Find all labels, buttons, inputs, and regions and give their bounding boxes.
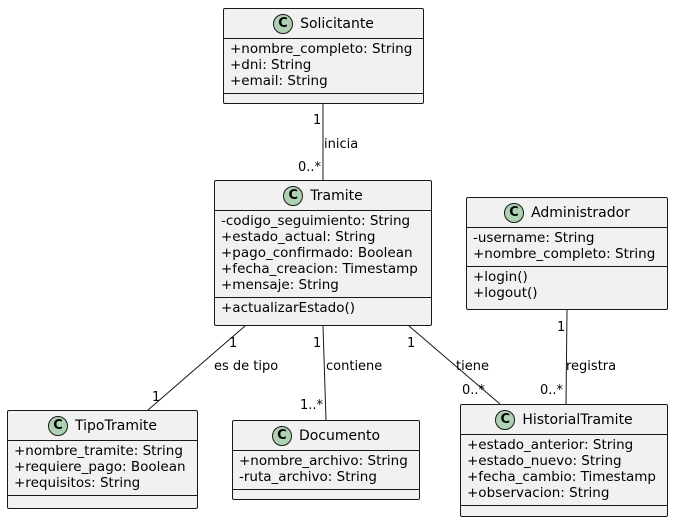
attributes-compartment: +nombre_tramite: String +requiere_pago: … <box>8 441 197 495</box>
class-header: C TipoTramite <box>8 411 197 441</box>
relation-tiene-to-mult: 0..* <box>462 383 486 398</box>
attribute: +nombre_archivo: String <box>239 453 408 469</box>
class-tramite[interactable]: C Tramite -codigo_seguimiento: String +e… <box>214 180 432 326</box>
method: +logout() <box>473 285 538 301</box>
relation-registra-line <box>565 309 568 405</box>
attributes-compartment: +nombre_completo: String +dni: String +e… <box>224 39 423 93</box>
relation-tiene-from-mult: 1 <box>407 336 415 351</box>
class-c-icon: C <box>495 409 516 430</box>
attribute: +pago_confirmado: Boolean <box>221 245 413 261</box>
class-c-icon: C <box>48 415 69 436</box>
attribute: -ruta_archivo: String <box>239 469 377 485</box>
class-c-icon: C <box>283 185 304 206</box>
relation-inicia-label: inicia <box>324 137 358 152</box>
relation-inicia-from-mult: 1 <box>313 113 321 128</box>
attribute: +mensaje: String <box>221 277 339 293</box>
class-header: C Administrador <box>467 198 667 228</box>
relation-registra-to-mult: 0..* <box>540 383 564 398</box>
class-header: C Documento <box>233 421 419 451</box>
attribute: +fecha_creacion: Timestamp <box>221 261 418 277</box>
attribute: +estado_actual: String <box>221 229 376 245</box>
class-c-icon: C <box>271 425 292 446</box>
attribute: +requisitos: String <box>14 475 141 491</box>
class-administrador[interactable]: C Administrador -username: String +nombr… <box>466 197 668 310</box>
attribute: +nombre_completo: String <box>473 246 656 262</box>
class-name: Documento <box>298 427 381 444</box>
relation-inicia-to-mult: 0..* <box>298 160 322 175</box>
methods-compartment <box>224 93 423 101</box>
class-tipotramite[interactable]: C TipoTramite +nombre_tramite: String +r… <box>7 410 198 509</box>
class-historialtramite[interactable]: C HistorialTramite +estado_anterior: Str… <box>460 404 668 517</box>
attributes-compartment: +estado_anterior: String +estado_nuevo: … <box>461 435 667 505</box>
relation-contiene-from-mult: 1 <box>313 336 321 351</box>
class-name: HistorialTramite <box>522 411 633 428</box>
attribute: +estado_nuevo: String <box>467 453 622 469</box>
relation-es-de-tipo-from-mult: 1 <box>229 336 237 351</box>
class-name: Solicitante <box>300 15 374 32</box>
class-header: C Solicitante <box>224 9 423 39</box>
relation-contiene-to-mult: 1..* <box>300 398 324 413</box>
relation-tiene-label: tiene <box>456 359 489 374</box>
attribute: +requiere_pago: Boolean <box>14 459 186 475</box>
relation-es-de-tipo-line <box>147 325 246 411</box>
attributes-compartment: -codigo_seguimiento: String +estado_actu… <box>215 211 431 297</box>
methods-compartment: +login() +logout() <box>467 266 667 305</box>
class-documento[interactable]: C Documento +nombre_archivo: String -rut… <box>232 420 420 500</box>
attribute: +nombre_completo: String <box>230 41 413 57</box>
relation-es-de-tipo-label: es de tipo <box>214 359 278 374</box>
class-name: Tramite <box>310 187 363 204</box>
attribute: -username: String <box>473 230 595 246</box>
methods-compartment <box>8 495 197 503</box>
relation-registra-label: registra <box>566 359 616 374</box>
class-name: Administrador <box>531 204 630 221</box>
relation-registra-from-mult: 1 <box>557 320 565 335</box>
methods-compartment <box>461 505 667 513</box>
class-c-icon: C <box>273 13 294 34</box>
methods-compartment: +actualizarEstado() <box>215 297 431 320</box>
attribute: +nombre_tramite: String <box>14 443 183 459</box>
method: +login() <box>473 269 528 285</box>
relation-contiene-label: contiene <box>326 359 382 374</box>
relation-es-de-tipo-to-mult: 1 <box>152 390 160 405</box>
attribute: +estado_anterior: String <box>467 437 634 453</box>
attribute: +dni: String <box>230 57 312 73</box>
attributes-compartment: -username: String +nombre_completo: Stri… <box>467 228 667 266</box>
relation-tiene-line <box>408 325 501 405</box>
methods-compartment <box>233 489 419 497</box>
class-name: TipoTramite <box>75 417 157 434</box>
attributes-compartment: +nombre_archivo: String -ruta_archivo: S… <box>233 451 419 489</box>
class-solicitante[interactable]: C Solicitante +nombre_completo: String +… <box>223 8 424 104</box>
attribute: +observacion: String <box>467 485 610 501</box>
attribute: +email: String <box>230 73 328 89</box>
attribute: -codigo_seguimiento: String <box>221 213 411 229</box>
attribute: +fecha_cambio: Timestamp <box>467 469 656 485</box>
class-header: C Tramite <box>215 181 431 211</box>
relation-contiene-line <box>322 325 327 421</box>
class-c-icon: C <box>504 202 525 223</box>
class-header: C HistorialTramite <box>461 405 667 435</box>
method: +actualizarEstado() <box>221 300 356 316</box>
